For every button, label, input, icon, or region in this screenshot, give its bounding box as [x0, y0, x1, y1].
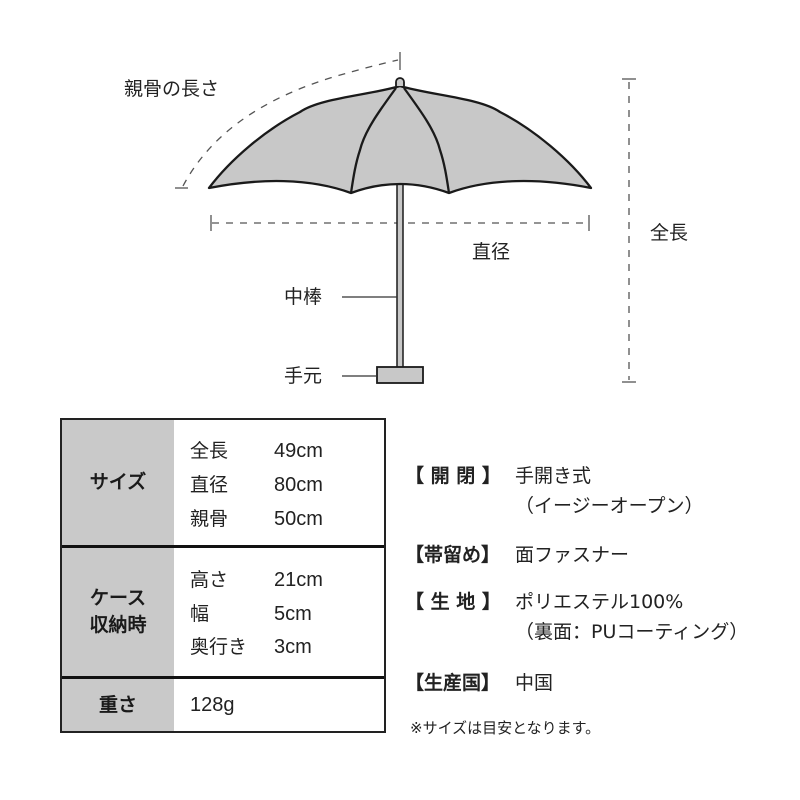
- rib-length-label: 親骨の長さ: [124, 78, 220, 100]
- spec-item: 128g: [190, 694, 235, 716]
- total-length-dimension: [622, 78, 636, 383]
- row-header: 重さ: [62, 679, 174, 731]
- shaft-label: 中棒: [284, 286, 323, 308]
- shaft: [396, 183, 404, 369]
- row-header: ケース 収納時: [62, 548, 174, 676]
- umbrella-illustration: [175, 52, 636, 384]
- umbrella-diagram: 親骨の長さ 直径 全長 中棒 手元: [124, 52, 689, 387]
- table-row-weight: 重さ 128g: [62, 679, 384, 731]
- size-note: ※サイズは目安となります。: [410, 719, 601, 737]
- canopy: [207, 84, 593, 195]
- total-length-label: 全長: [650, 222, 689, 244]
- tip: [395, 77, 405, 86]
- handle: [376, 366, 424, 384]
- rib-length-dimension: [175, 52, 401, 189]
- diameter-label: 直径: [472, 241, 511, 263]
- handle-label: 手元: [284, 365, 323, 387]
- row-header: サイズ: [62, 420, 174, 545]
